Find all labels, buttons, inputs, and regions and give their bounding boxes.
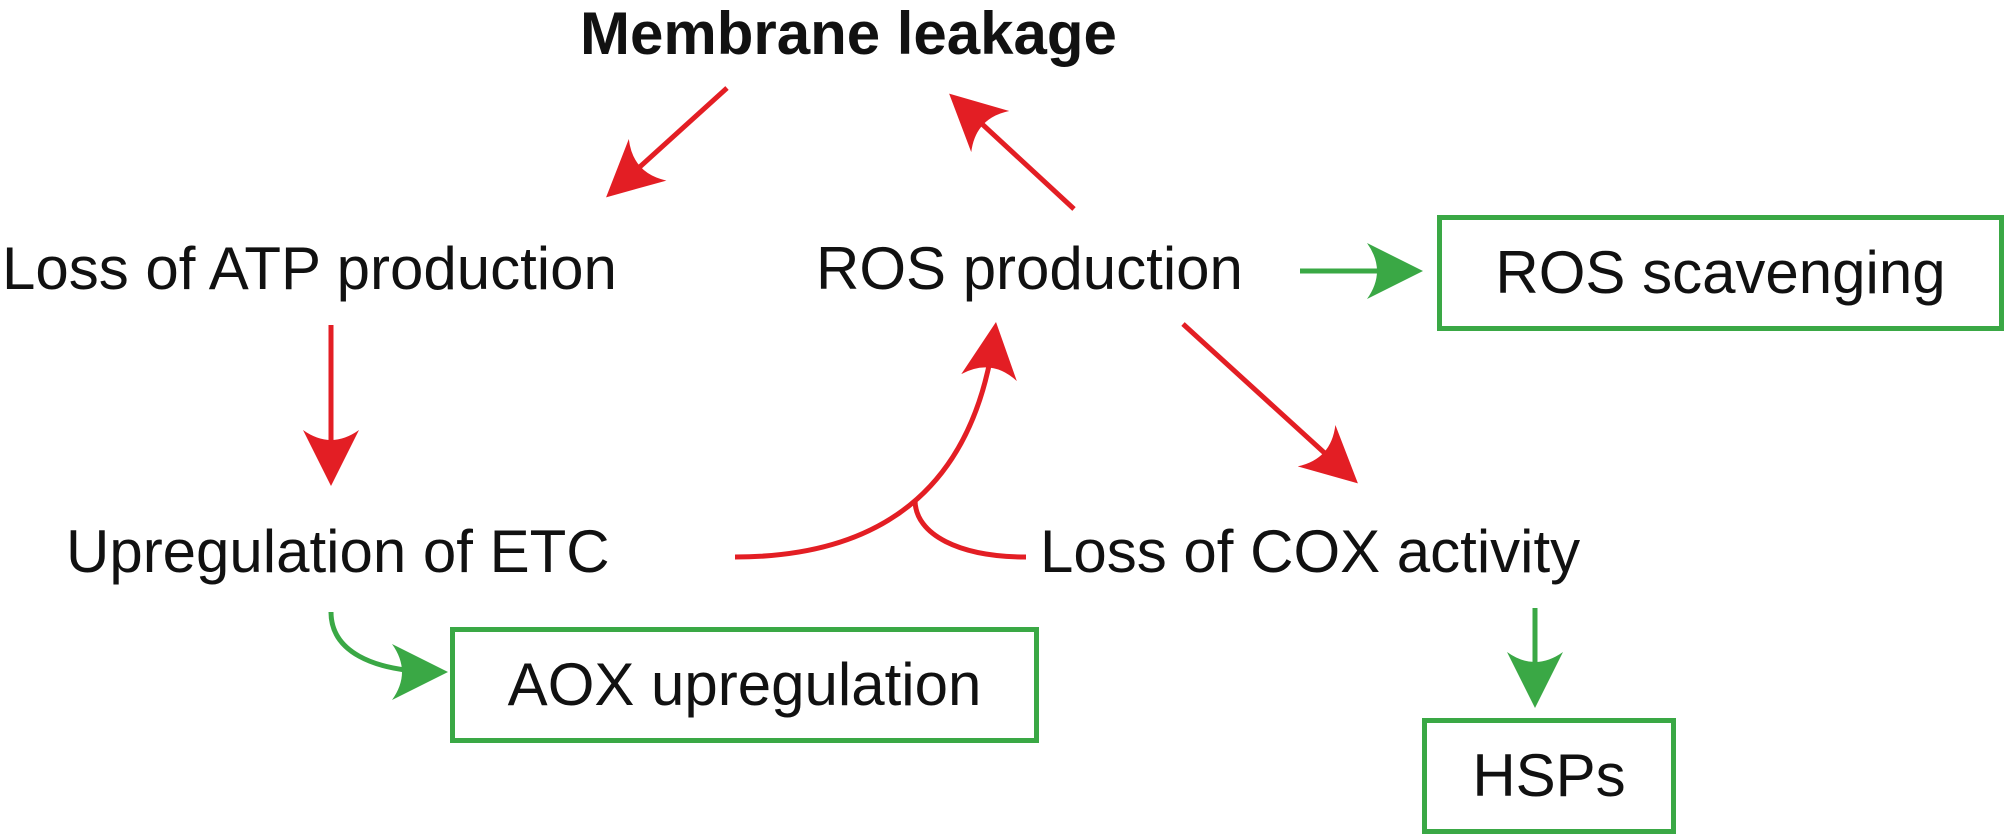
node-ros-production: ROS production: [816, 235, 1243, 302]
node-ros-scavenging: ROS scavenging: [1495, 239, 1946, 306]
node-loss-of-cox-activity: Loss of COX activity: [1040, 518, 1581, 585]
node-loss-of-atp-production: Loss of ATP production: [2, 235, 617, 302]
arrow-membrane-to-atp-loss: [606, 86, 729, 198]
arrow-etc-to-ros: [734, 322, 1017, 560]
box-aox-upregulation: AOX upregulation: [450, 627, 1039, 743]
box-ros-scavenging: ROS scavenging: [1437, 215, 2004, 331]
node-membrane-leakage: Membrane leakage: [580, 0, 1117, 67]
box-hsps: HSPs: [1422, 718, 1676, 834]
node-upregulation-of-etc: Upregulation of ETC: [66, 518, 610, 585]
node-hsps: HSPs: [1472, 742, 1626, 809]
arrow-ros-to-cox-loss: [1181, 322, 1358, 484]
arrow-ros-to-membrane: [949, 93, 1076, 211]
node-aox-upregulation: AOX upregulation: [507, 651, 982, 718]
arrow-cox-loss-join: [912, 499, 1027, 560]
arrow-etc-to-aox: [328, 611, 448, 700]
